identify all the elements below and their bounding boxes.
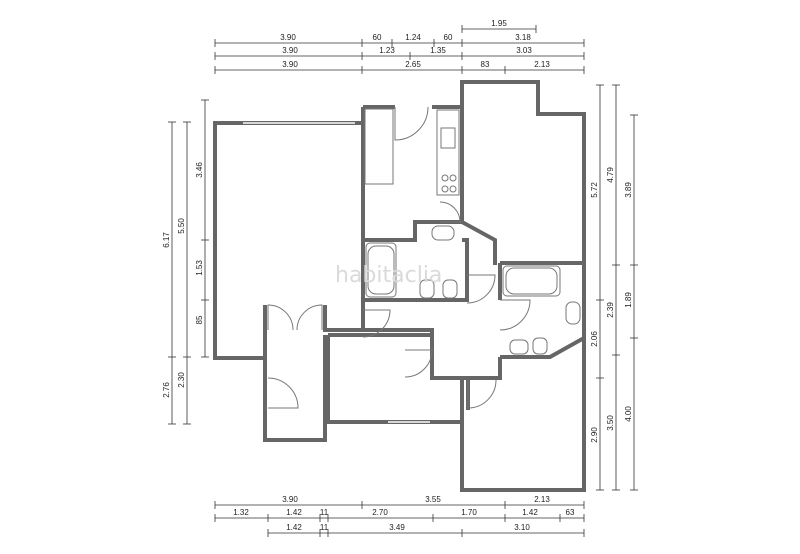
closet-door — [267, 377, 299, 409]
doors — [267, 106, 531, 409]
bottom-dimensions: 3.90 3.55 2.13 1.32 1.42 11 2.70 1.70 1.… — [214, 495, 585, 537]
kitchen-counter — [364, 108, 394, 185]
living-door — [362, 309, 391, 338]
dim-bottom-2-d: 2.70 — [372, 508, 388, 517]
kitchen-sink — [440, 127, 456, 149]
left-dimensions: 6.17 2.76 5.50 2.30 3.46 1.53 85 — [162, 99, 209, 425]
dim-bottom-2-e: 1.70 — [461, 508, 477, 517]
dim-top-3-d: 3.03 — [516, 46, 532, 55]
toilet-2 — [509, 339, 529, 355]
kitchen-door — [394, 106, 429, 141]
dim-right-1-a: 5.72 — [590, 182, 599, 198]
dim-top-2-b: 60 — [373, 33, 382, 42]
dim-bottom-1-b: 3.55 — [425, 495, 441, 504]
entry-door-right — [296, 304, 323, 331]
dim-top-1-a: 1.95 — [491, 19, 507, 28]
living-room-walls — [213, 121, 365, 360]
dim-left-1-b: 2.76 — [162, 382, 171, 398]
bathtub-2 — [502, 265, 561, 297]
dim-left-3-a: 3.46 — [195, 162, 204, 178]
dim-left-1-a: 6.17 — [162, 232, 171, 248]
dim-right-2-a: 4.79 — [606, 167, 615, 183]
dim-top-2-c: 1.24 — [405, 33, 421, 42]
dim-bottom-1-a: 3.90 — [282, 495, 298, 504]
dim-left-3-b: 1.53 — [195, 260, 204, 276]
washbasin-1 — [431, 225, 455, 241]
dim-top-3-b: 1.23 — [379, 46, 395, 55]
walls — [213, 80, 586, 492]
dim-bottom-3-d: 3.10 — [514, 523, 530, 532]
dim-top-4-b: 2.65 — [405, 60, 421, 69]
dim-top-4-c: 83 — [481, 60, 490, 69]
dim-bottom-3-c: 3.49 — [389, 523, 405, 532]
bedroom-3-door — [467, 379, 497, 409]
dim-bottom-2-g: 63 — [566, 508, 575, 517]
entry-walls — [263, 335, 327, 442]
hall-walls — [363, 328, 502, 380]
bathroom-1-walls — [361, 238, 469, 302]
dim-bottom-2-a: 1.32 — [233, 508, 249, 517]
dim-top-2-e: 3.18 — [515, 33, 531, 42]
bedroom-3-walls — [460, 338, 586, 492]
watermark-logo: habitaclia — [335, 263, 442, 288]
bedroom-2-door — [404, 349, 433, 378]
dim-bottom-2-b: 1.42 — [286, 508, 302, 517]
entry-door-left — [267, 304, 294, 331]
dim-top-3-a: 3.90 — [282, 46, 298, 55]
dim-bottom-2-f: 1.42 — [522, 508, 538, 517]
dim-bottom-3-a: 1.42 — [286, 523, 302, 532]
bathroom-2-door — [499, 299, 531, 331]
dim-left-2-a: 5.50 — [177, 218, 186, 234]
right-dimensions: 5.72 2.06 2.90 4.79 2.39 3.50 3.89 1.89 … — [590, 84, 638, 491]
bathroom-1-door — [466, 274, 496, 304]
dim-left-2-b: 2.30 — [177, 372, 186, 388]
dim-top-2-d: 60 — [444, 33, 453, 42]
toilet-1 — [419, 279, 435, 299]
dim-right-3-b: 1.89 — [624, 292, 633, 308]
dim-top-2-a: 3.90 — [280, 33, 296, 42]
dim-bottom-1-c: 2.13 — [534, 495, 550, 504]
dim-bottom-3-b: 11 — [320, 523, 329, 532]
dim-top-3-c: 1.35 — [430, 46, 446, 55]
dim-right-2-b: 2.39 — [606, 302, 615, 318]
bedroom-1-walls — [460, 80, 586, 263]
bidet-2 — [532, 337, 548, 355]
dim-right-1-c: 2.90 — [590, 427, 599, 443]
dim-top-4-d: 2.13 — [534, 60, 550, 69]
kitchen-worktop — [436, 109, 460, 196]
dim-right-3-c: 4.00 — [624, 406, 633, 422]
top-dimensions: 1.95 3.90 60 1.24 60 3.18 3.90 1.23 1.35… — [214, 19, 585, 74]
dim-top-4-a: 3.90 — [282, 60, 298, 69]
dim-left-3-c: 85 — [195, 315, 204, 324]
bidet-1 — [442, 279, 458, 299]
dim-right-1-b: 2.06 — [590, 331, 599, 347]
bathtub-1 — [365, 242, 397, 298]
bath-corridor-door — [439, 201, 461, 223]
washbasin-2 — [565, 301, 581, 325]
kitchen-walls — [363, 105, 464, 242]
dim-right-3-a: 3.89 — [624, 182, 633, 198]
dim-bottom-2-c: 11 — [320, 508, 329, 517]
dim-right-2-c: 3.50 — [606, 415, 615, 431]
